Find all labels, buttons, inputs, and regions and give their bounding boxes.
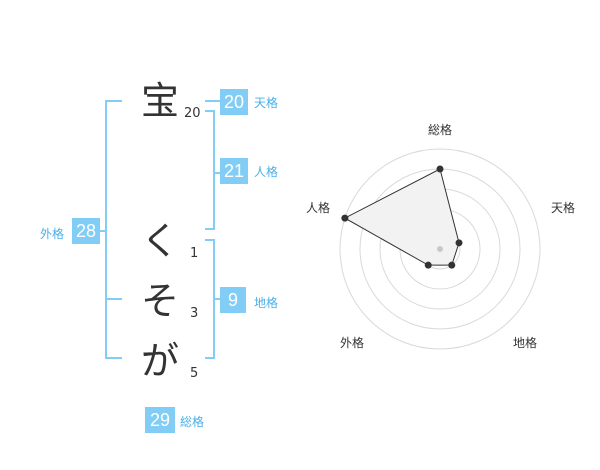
gaikaku-badge: 28 xyxy=(72,218,100,244)
jinkaku-label: 人格 xyxy=(254,165,279,179)
soukaku-badge: 29 xyxy=(145,407,175,433)
gaikaku-bracket-vertical xyxy=(105,100,107,359)
jinkaku-bracket-bottom xyxy=(205,228,215,230)
gaikaku-bracket-bottom xyxy=(105,357,122,359)
stroke-count-4: 5 xyxy=(190,366,199,381)
chikaku-label: 地格 xyxy=(254,296,279,310)
tenkaku-badge: 20 xyxy=(220,89,248,115)
radar-point xyxy=(436,165,444,173)
chikaku-badge: 9 xyxy=(220,287,246,313)
jinkaku-connector xyxy=(213,172,220,174)
gaikaku-label: 外格 xyxy=(40,227,65,241)
radar-axis-label-jinkaku: 人格 xyxy=(306,200,330,215)
gaikaku-bracket-mid xyxy=(105,298,122,300)
radar-points xyxy=(341,165,463,269)
radar-point xyxy=(341,214,349,222)
chikaku-bracket-bottom xyxy=(205,357,215,359)
radar-axis-label-gaikaku: 外格 xyxy=(340,335,364,350)
name-char-3: そ xyxy=(140,279,179,323)
soukaku-label: 総格 xyxy=(180,415,205,429)
gaikaku-connector xyxy=(99,230,107,232)
radar-axis-label-chikaku: 地格 xyxy=(513,335,537,350)
jinkaku-badge: 21 xyxy=(220,158,248,184)
name-char-4: が xyxy=(140,339,179,383)
jinkaku-bracket-top xyxy=(205,110,215,112)
tenkaku-label: 天格 xyxy=(254,96,279,110)
gaikaku-bracket-top xyxy=(105,100,122,102)
radar-axis-label-soukaku: 総格 xyxy=(428,122,452,137)
chikaku-connector xyxy=(213,298,220,300)
stroke-count-1: 20 xyxy=(184,106,201,121)
name-char-1: 宝 xyxy=(140,79,179,123)
tenkaku-bracket xyxy=(205,100,220,102)
radar-value-area xyxy=(343,168,460,266)
radar-point xyxy=(424,261,432,269)
jinkaku-bracket-vertical xyxy=(213,110,215,230)
radar-axis-label-tenkaku: 天格 xyxy=(551,200,575,215)
name-char-2: く xyxy=(140,219,179,263)
chikaku-bracket-top xyxy=(205,239,215,241)
stroke-count-2: 1 xyxy=(190,246,199,261)
radar-point xyxy=(448,261,456,269)
radar-center-dot xyxy=(437,246,443,252)
radar-grid-ring xyxy=(339,148,541,350)
radar-point xyxy=(455,239,463,247)
stroke-count-3: 3 xyxy=(190,306,199,321)
